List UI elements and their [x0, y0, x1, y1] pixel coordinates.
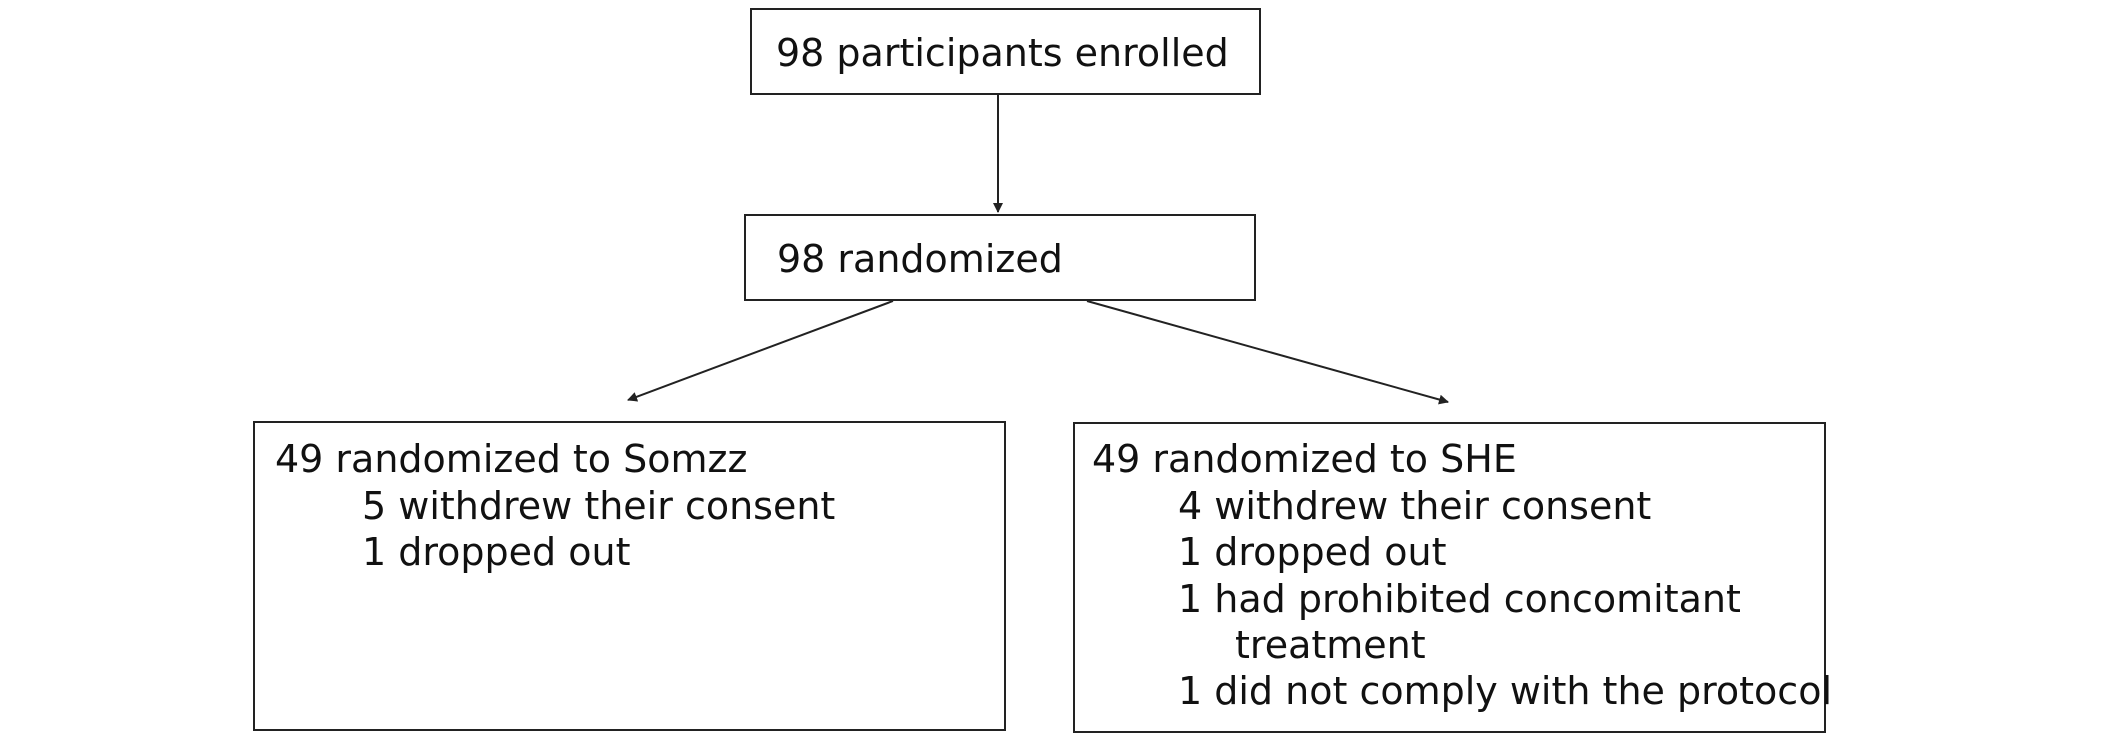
randomized-label: 98 randomized	[777, 237, 1063, 281]
somzz-dropped-out: 1 dropped out	[362, 530, 631, 574]
enrolled-box: 98 participants enrolled	[750, 8, 1261, 95]
somzz-arm-box: 49 randomized to Somzz 5 withdrew their …	[253, 421, 1006, 731]
she-prohibited-treatment: 1 had prohibited concomitant	[1178, 577, 1741, 621]
arrow-randomized-to-she	[1086, 300, 1449, 405]
she-prohibited-treatment-continued: treatment	[1235, 623, 1426, 667]
she-arm-box: 49 randomized to SHE 4 withdrew their co…	[1073, 422, 1832, 733]
she-arm-title: 49 randomized to SHE	[1092, 437, 1517, 481]
somzz-arm-title: 49 randomized to Somzz	[275, 437, 748, 481]
she-dropped-out: 1 dropped out	[1178, 530, 1447, 574]
she-withdrew-consent: 4 withdrew their consent	[1178, 484, 1652, 528]
somzz-withdrew-consent: 5 withdrew their consent	[362, 484, 836, 528]
she-protocol-noncompliance: 1 did not comply with the protocol	[1178, 669, 1832, 713]
randomized-box: 98 randomized	[744, 214, 1256, 301]
enrolled-label: 98 participants enrolled	[776, 31, 1229, 75]
arrow-randomized-to-somzz	[627, 300, 894, 402]
